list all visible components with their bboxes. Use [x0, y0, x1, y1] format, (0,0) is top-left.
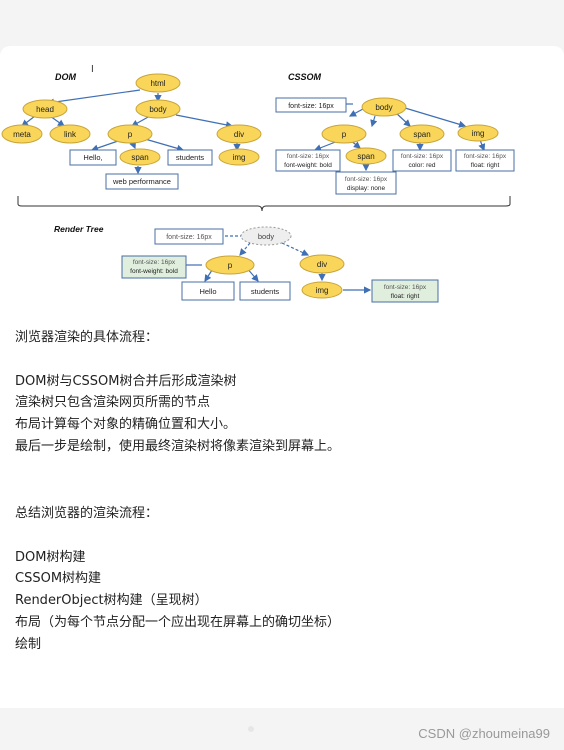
svg-text:img: img — [472, 129, 485, 138]
svg-text:students: students — [251, 287, 280, 296]
dom-label: DOM — [55, 72, 77, 82]
dom-node-img — [218, 148, 260, 166]
svg-text:font-weight: bold: font-weight: bold — [284, 162, 332, 169]
svg-text:span: span — [357, 152, 374, 161]
svg-text:html: html — [150, 79, 165, 88]
svg-text:font-size: 16px: font-size: 16px — [166, 234, 212, 241]
render-p-props — [121, 255, 187, 279]
dom-node-meta — [1, 124, 43, 144]
summary-item: 绘制 — [15, 637, 42, 652]
cssom-span2-props — [335, 171, 397, 195]
render-edges-dashed — [239, 242, 310, 256]
svg-text:body: body — [149, 105, 166, 114]
indicator-dot — [248, 726, 254, 732]
svg-text:p: p — [228, 261, 233, 270]
svg-text:p: p — [342, 130, 347, 139]
cursor-icon: I — [91, 64, 94, 75]
svg-text:div: div — [317, 260, 327, 269]
svg-text:Hello: Hello — [199, 287, 216, 296]
cssom-node-body — [361, 97, 407, 117]
merge-brace — [17, 196, 511, 212]
dom-node-hello — [69, 149, 117, 166]
svg-text:meta: meta — [13, 130, 31, 139]
dom-node-webperf — [105, 173, 179, 190]
svg-text:span: span — [131, 153, 148, 162]
dom-node-html — [135, 73, 181, 93]
dom-node-body — [135, 99, 181, 119]
summary-item: CSSOM树构建 — [15, 571, 102, 586]
svg-text:font-size: 16px: font-size: 16px — [401, 153, 444, 160]
cssom-img-props — [455, 149, 515, 172]
render-node-img — [301, 281, 343, 299]
step-item: 渲染树只包含渲染网页所需的节点 — [15, 395, 211, 410]
section-heading-specific: 浏览器渲染的具体流程： — [15, 330, 159, 345]
svg-text:font-size: 16px: font-size: 16px — [464, 153, 507, 160]
svg-text:display: none: display: none — [347, 185, 386, 192]
step-item: DOM树与CSSOM树合并后形成渲染树 — [15, 374, 237, 389]
cssom-node-span2 — [345, 147, 387, 165]
svg-text:body: body — [375, 103, 392, 112]
svg-text:font-weight: bold: font-weight: bold — [130, 268, 178, 275]
cssom-node-img — [457, 124, 499, 142]
svg-text:link: link — [64, 130, 77, 139]
dom-node-span — [119, 148, 161, 166]
section-heading-summary: 总结浏览器的渲染流程： — [15, 506, 159, 521]
cssom-label: CSSOM — [288, 72, 322, 82]
svg-text:font-size: 16px: font-size: 16px — [133, 259, 176, 266]
render-node-hello — [181, 281, 235, 301]
dom-node-students — [167, 149, 213, 166]
render-node-p — [205, 255, 255, 275]
summary-item: RenderObject树构建（呈现树） — [15, 593, 208, 608]
svg-text:img: img — [233, 153, 246, 162]
svg-text:p: p — [128, 130, 133, 139]
svg-text:web performance: web performance — [112, 177, 171, 186]
render-node-div — [299, 254, 345, 274]
summary-item: 布局（为每个节点分配一个应出现在屏幕上的确切坐标） — [15, 615, 341, 630]
render-node-students — [239, 281, 291, 301]
svg-text:float: right: float: right — [391, 293, 420, 300]
step-item: 布局计算每个对象的精确位置和大小。 — [15, 417, 237, 432]
bottom-bar — [0, 708, 564, 750]
cssom-node-span — [399, 124, 445, 144]
cssom-fontsize-box — [275, 97, 347, 113]
svg-text:div: div — [234, 130, 244, 139]
render-img-props — [371, 279, 439, 303]
render-tree-diagram: DOM I html head body meta link p div Hel… — [1, 64, 515, 303]
svg-text:font-size: 16px: font-size: 16px — [288, 103, 334, 110]
dom-node-p — [107, 124, 153, 144]
dom-node-head — [22, 99, 68, 119]
cssom-p-props — [275, 149, 341, 172]
svg-text:img: img — [316, 286, 329, 295]
svg-text:font-size: 16px: font-size: 16px — [287, 153, 330, 160]
svg-text:font-size: 16px: font-size: 16px — [345, 176, 388, 183]
render-tree-label: Render Tree — [54, 224, 104, 234]
svg-text:head: head — [36, 105, 54, 114]
dom-node-link — [49, 124, 91, 144]
svg-text:body: body — [258, 232, 275, 241]
watermark: CSDN @zhoumeina99 — [418, 726, 550, 741]
svg-text:students: students — [176, 153, 205, 162]
svg-text:float: right: float: right — [471, 162, 500, 169]
step-item: 最后一步是绘制，使用最终渲染树将像素渲染到屏幕上。 — [15, 439, 341, 454]
svg-text:color: red: color: red — [408, 162, 435, 169]
svg-text:font-size: 16px: font-size: 16px — [384, 284, 427, 291]
svg-text:span: span — [413, 130, 430, 139]
dom-node-div — [216, 124, 262, 144]
summary-item: DOM树构建 — [15, 550, 86, 565]
render-node-body — [240, 226, 292, 246]
top-bar — [0, 0, 564, 46]
cssom-span-props — [392, 149, 452, 172]
svg-text:Hello,: Hello, — [83, 153, 102, 162]
render-fontsize-box — [154, 228, 224, 245]
cssom-node-p — [321, 124, 367, 144]
